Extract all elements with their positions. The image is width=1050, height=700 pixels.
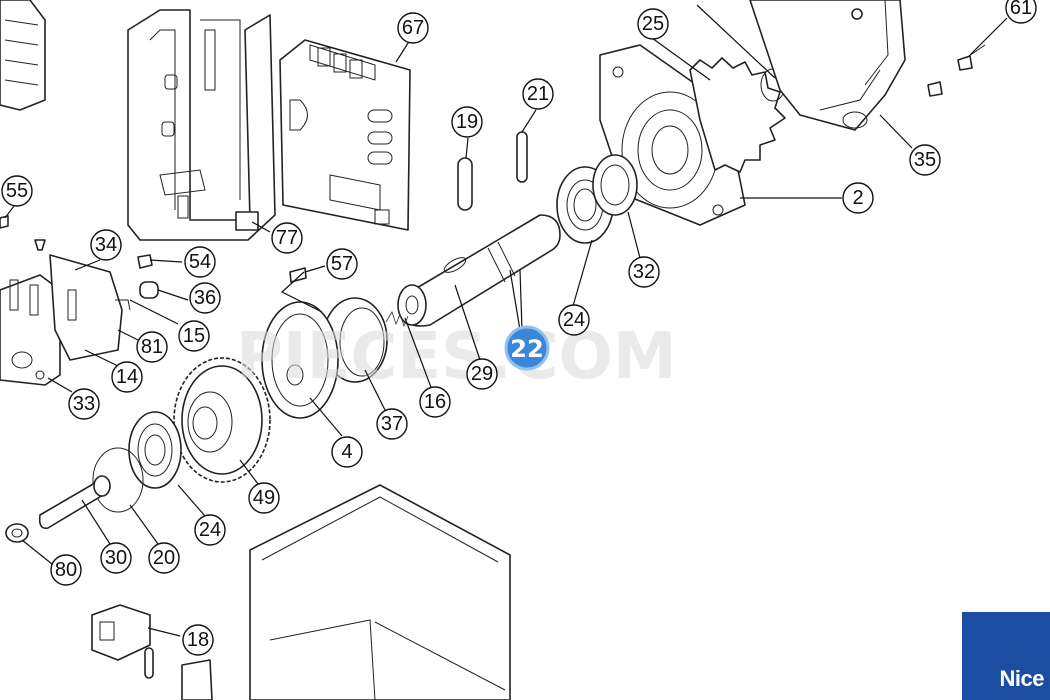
callout-21-label: 21 — [527, 83, 549, 105]
callout-15[interactable]: 15 — [178, 320, 210, 352]
callout-4[interactable]: 4 — [331, 436, 363, 468]
small-screws-drawing — [0, 215, 307, 299]
bearing-left-drawing — [128, 411, 182, 489]
callout-30-label: 30 — [105, 547, 127, 569]
callout-25-label: 25 — [642, 13, 664, 35]
callout-33-label: 33 — [73, 393, 95, 415]
callout-20[interactable]: 20 — [148, 542, 180, 574]
callout-18[interactable]: 18 — [182, 624, 214, 656]
seal-ring-drawing — [592, 154, 638, 216]
callout-32-label: 32 — [633, 261, 655, 283]
large-gear-drawing — [173, 357, 271, 483]
callout-16-label: 16 — [424, 391, 446, 413]
pin-19-drawing — [457, 157, 473, 211]
callout-81-label: 81 — [141, 336, 163, 358]
callout-32[interactable]: 32 — [628, 256, 660, 288]
callout-55[interactable]: 55 — [1, 175, 33, 207]
callout-57[interactable]: 57 — [326, 248, 358, 280]
callout-24-left[interactable]: 24 — [194, 514, 226, 546]
brand-logo-text: Nice — [999, 666, 1045, 691]
callout-24-left-label: 24 — [199, 519, 221, 541]
motor-cover-drawing — [249, 484, 511, 700]
callout-37[interactable]: 37 — [376, 408, 408, 440]
callout-24-right[interactable]: 24 — [558, 304, 590, 336]
callout-14[interactable]: 14 — [111, 361, 143, 393]
callout-37-label: 37 — [381, 413, 403, 435]
brand-logo: Nice — [962, 612, 1050, 700]
callout-49-label: 49 — [253, 487, 275, 509]
callout-77[interactable]: 77 — [271, 222, 303, 254]
callout-14-label: 14 — [116, 366, 138, 388]
pin-30-drawing — [38, 475, 111, 530]
watermark-text: PIECES.COM — [236, 320, 677, 394]
callout-49[interactable]: 49 — [248, 482, 280, 514]
label-plate-drawing — [235, 211, 259, 231]
callout-30[interactable]: 30 — [100, 542, 132, 574]
pin-21-drawing — [516, 131, 528, 183]
callout-21[interactable]: 21 — [522, 78, 554, 110]
callout-19[interactable]: 19 — [451, 106, 483, 138]
callout-2[interactable]: 2 — [842, 182, 874, 214]
callout-33[interactable]: 33 — [68, 388, 100, 420]
callout-29-label: 29 — [471, 363, 493, 385]
gear-cover-drawing — [749, 0, 906, 131]
output-shaft-drawing — [397, 214, 561, 327]
callout-25[interactable]: 25 — [637, 8, 669, 40]
callout-34[interactable]: 34 — [90, 229, 122, 261]
callout-67-label: 67 — [402, 17, 424, 39]
callout-22-highlighted[interactable]: 22 — [504, 269, 550, 371]
callout-67[interactable]: 67 — [397, 12, 429, 44]
callout-24-right-label: 24 — [563, 309, 585, 331]
cable-connector-drawing — [0, 0, 46, 111]
callout-22-label: 22 — [510, 335, 543, 363]
callout-54-label: 54 — [189, 251, 211, 273]
callout-16[interactable]: 16 — [419, 386, 451, 418]
encoder-disc-drawing — [261, 301, 339, 419]
callout-4-label: 4 — [341, 441, 352, 463]
callout-29[interactable]: 29 — [466, 358, 498, 390]
control-board-drawing — [279, 39, 411, 231]
callout-80-label: 80 — [55, 559, 77, 581]
callout-36-label: 36 — [194, 287, 216, 309]
callout-15-label: 15 — [183, 325, 205, 347]
screws-drawing — [851, 8, 986, 97]
callout-77-label: 77 — [276, 227, 298, 249]
switch-assembly-drawing — [0, 254, 131, 386]
callout-54[interactable]: 54 — [184, 246, 216, 278]
callout-57-label: 57 — [331, 253, 353, 275]
callout-19-label: 19 — [456, 111, 478, 133]
washer-drawing — [5, 523, 29, 543]
spring-drawing — [385, 311, 409, 328]
watermark: PIECES.COM — [236, 320, 677, 394]
o-ring-drawing — [92, 447, 144, 513]
callout-35[interactable]: 35 — [909, 144, 941, 176]
callout-61[interactable]: 61 — [1005, 0, 1037, 24]
motor-housing-frame-drawing — [127, 9, 276, 241]
callout-61-label: 61 — [1010, 0, 1032, 19]
callout-35-label: 35 — [914, 149, 936, 171]
terminal-block-drawing — [91, 604, 213, 700]
callout-81[interactable]: 81 — [136, 331, 168, 363]
callout-34-label: 34 — [95, 234, 117, 256]
leader-lines — [4, 4, 1008, 637]
callout-20-label: 20 — [153, 547, 175, 569]
callout-80[interactable]: 80 — [50, 554, 82, 586]
callout-2-label: 2 — [852, 187, 863, 209]
callout-36[interactable]: 36 — [189, 282, 221, 314]
callout-18-label: 18 — [187, 629, 209, 651]
callout-55-label: 55 — [6, 180, 28, 202]
